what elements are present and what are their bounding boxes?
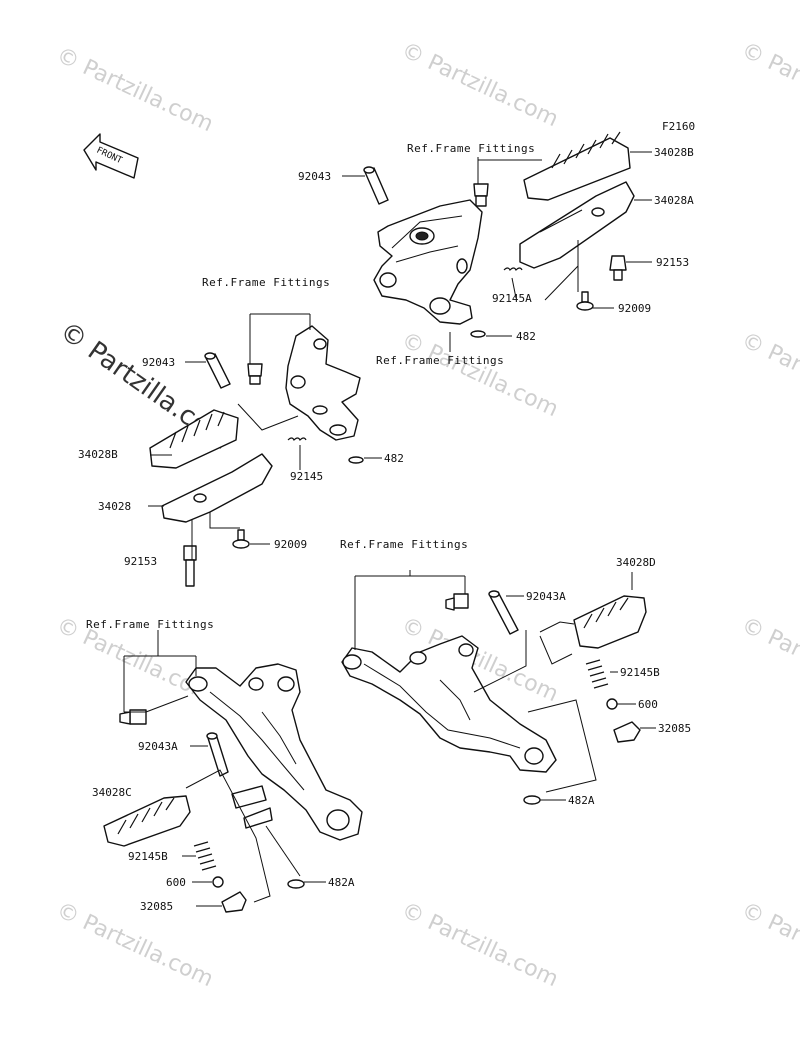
label-482A-right: 482A	[568, 794, 595, 807]
footpeg-rubber-34028B-mid	[149, 409, 239, 469]
washer-482A-right	[523, 795, 541, 805]
bracket-rear-right	[341, 635, 557, 773]
plate-32085-left	[221, 891, 247, 913]
watermark-5: © Partzilla.com	[737, 328, 800, 422]
watermark-8: © Partzilla.com	[737, 613, 800, 707]
label-482-top: 482	[516, 330, 536, 343]
label-32085-left: 32085	[140, 900, 173, 913]
label-34028A: 34028A	[654, 194, 694, 207]
label-92145A: 92145A	[492, 292, 532, 305]
spring-92145B-left	[193, 841, 217, 871]
watermark-9: © Partzilla.com	[52, 898, 216, 992]
spring-92145	[287, 437, 307, 442]
washer-482-mid	[348, 456, 364, 464]
part-labels: Ref.Frame Fittings 92043 34028B 34028A 9…	[78, 142, 694, 913]
assembly-front-left	[148, 313, 382, 587]
footpeg-34028A	[519, 181, 635, 269]
bracket-front-left	[285, 325, 361, 441]
watermark-11: © Partzilla.com	[737, 898, 800, 992]
tab-lower-left	[231, 785, 273, 829]
watermark-10: © Partzilla.com	[397, 898, 561, 992]
label-ref-frame-top: Ref.Frame Fittings	[407, 142, 535, 155]
front-arrow-icon: FRONT	[83, 133, 139, 179]
bolt-92153-top	[609, 255, 627, 281]
label-34028: 34028	[98, 500, 131, 513]
ball-600-left	[212, 876, 224, 888]
watermark-1: © Partzilla.com	[52, 43, 216, 137]
plate-32085-right	[613, 721, 641, 743]
label-482A-left: 482A	[328, 876, 355, 889]
assembly-rear-left	[103, 630, 363, 913]
bolt-lower-right	[445, 593, 469, 611]
spring-92145A	[503, 267, 523, 272]
label-92145B-right: 92145B	[620, 666, 660, 679]
label-34028B-mid: 34028B	[78, 448, 118, 461]
pin-92043A-right	[488, 590, 519, 635]
pin-92043A-left	[206, 732, 229, 777]
label-ref-frame-lower-left: Ref.Frame Fittings	[86, 618, 214, 631]
label-92009-top: 92009	[618, 302, 651, 315]
bracket-front-right	[373, 199, 483, 325]
label-92153-mid: 92153	[124, 555, 157, 568]
label-ref-frame-mid-left: Ref.Frame Fittings	[202, 276, 330, 289]
label-ref-frame-lower-right: Ref.Frame Fittings	[340, 538, 468, 551]
footpeg-rubber-34028B-top	[523, 131, 631, 201]
label-92145: 92145	[290, 470, 323, 483]
watermark-4: © Partzilla.com	[397, 328, 561, 422]
label-92009-mid: 92009	[274, 538, 307, 551]
washer-482-top	[470, 330, 486, 338]
label-600-right: 600	[638, 698, 658, 711]
footpeg-34028D	[573, 595, 647, 649]
assembly-rear-right	[341, 570, 656, 805]
label-92043A-right: 92043A	[526, 590, 566, 603]
spring-92145B-right	[585, 659, 609, 689]
diagram-code: F2160	[662, 120, 695, 133]
label-92153-top: 92153	[656, 256, 689, 269]
bracket-rear-left	[185, 663, 363, 841]
ball-600-right	[606, 698, 618, 710]
washer-482A-left	[287, 879, 305, 889]
label-34028D: 34028D	[616, 556, 656, 569]
label-482-mid: 482	[384, 452, 404, 465]
pin-92043-top	[363, 166, 389, 205]
pin-92043-mid	[204, 352, 231, 389]
label-92043-top: 92043	[298, 170, 331, 183]
bolt-mid	[247, 363, 263, 385]
footpeg-34028C	[103, 795, 191, 847]
bolt-lower-left	[119, 709, 147, 725]
bolt-92153-mid	[183, 545, 197, 587]
bolt-92009-top	[576, 291, 594, 311]
label-92043A-left: 92043A	[138, 740, 178, 753]
label-32085-right: 32085	[658, 722, 691, 735]
label-34028C: 34028C	[92, 786, 132, 799]
label-34028B-top: 34028B	[654, 146, 694, 159]
bolt-top	[473, 183, 489, 207]
label-92145B-left: 92145B	[128, 850, 168, 863]
label-92043-mid: 92043	[142, 356, 175, 369]
label-600-left: 600	[166, 876, 186, 889]
watermark-2: © Partzilla.com	[397, 38, 561, 132]
assembly-front-right	[342, 131, 652, 352]
watermark-3: © Partzilla.com	[737, 38, 800, 132]
label-ref-frame-mid-right: Ref.Frame Fittings	[376, 354, 504, 367]
footpeg-34028	[161, 453, 273, 523]
bolt-92009-mid	[232, 529, 250, 549]
